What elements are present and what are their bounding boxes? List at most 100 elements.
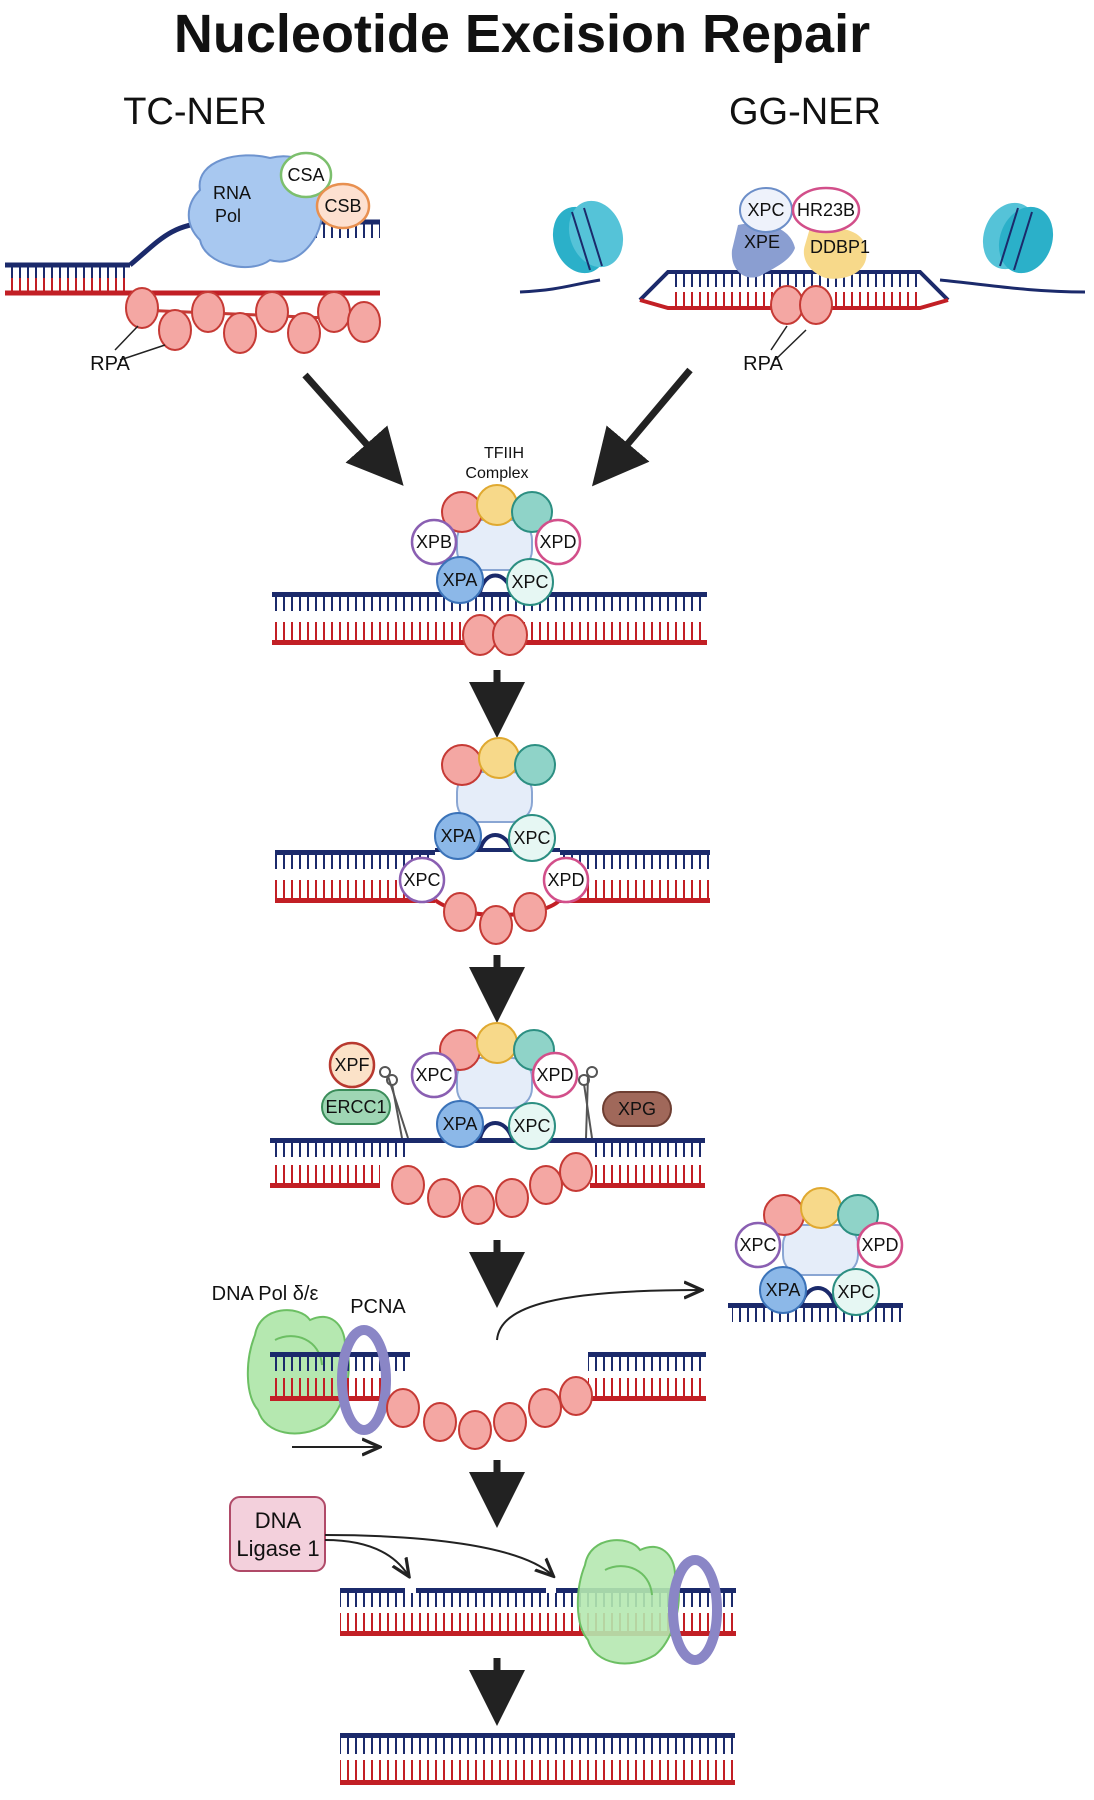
dna-ticks-top [275,855,435,869]
dna-bottom-strand [270,1183,380,1188]
xpa-label: XPA [441,826,476,846]
rpa-pointer [774,329,807,361]
xpd-node [542,856,590,904]
scissors-icon [379,1066,409,1139]
gg-ner-label: GG-NER [729,91,881,133]
dna-ticks-bottom [560,880,710,898]
rpa-chain [386,1376,593,1450]
dna-top-strand [590,1138,705,1143]
tfiih-subunit [837,1194,879,1236]
xpc-label: XPC [511,572,548,592]
dna-top-strand [340,1588,405,1593]
xpa-node [436,556,484,604]
xpc-node [508,1102,556,1150]
xpd-node [534,518,582,566]
xpc-label: XPC [513,828,550,848]
xpa-label: XPA [443,570,478,590]
xpf-node [328,1041,376,1089]
rpa-bead [255,291,289,333]
rpa-bead [158,309,192,351]
ligase-label-2: Ligase 1 [236,1536,319,1561]
dna-top-strand [560,850,710,855]
dna-ticks-top [560,855,710,869]
xpc-label: XPC [739,1235,776,1255]
csb-label: CSB [324,196,361,216]
release-arrow [496,1290,700,1341]
arrow-down-icon [591,367,693,487]
xpc-label: XPC [415,1065,452,1085]
xpf-label: XPF [334,1055,369,1075]
xpd-label: XPD [536,1065,573,1085]
repaired-dna [340,1733,735,1785]
ddbp1-node [803,227,867,279]
rpa-bead [462,614,498,656]
csa-label: CSA [287,165,324,185]
excised-fragment [728,1303,903,1308]
dna-ticks-top [590,1143,705,1157]
xpa-label: XPA [443,1114,478,1134]
chromatin-strand [519,278,601,294]
tfiih-subunit [441,744,483,786]
dna-ticks-top [270,1143,405,1157]
dna-top-strand [275,850,435,855]
xpd-node [856,1221,904,1269]
rpa-bead [513,892,547,932]
tfiih-subunit [476,484,518,526]
csb-node [315,182,371,230]
dna-ticks-bottom [270,1165,380,1183]
tfiih-subunit [514,744,556,786]
dna-ticks-top [272,597,707,611]
step-unwinding: XPA XPC XPC XPD [275,737,710,945]
rpa-bead [125,287,159,329]
xpd-label: XPD [861,1235,898,1255]
dna-ticks-bottom [5,278,130,292]
xpa-label: XPA [766,1280,801,1300]
xpd-label: XPD [539,532,576,552]
dna-top-strand [638,270,950,302]
dna-ticks-top [672,274,917,287]
excised-fragment-ticks [732,1308,902,1322]
dna-ticks-bottom [588,1378,706,1396]
xpc-node [832,1268,880,1316]
rpa-bead [492,614,528,656]
xpe-label: XPE [744,232,780,252]
xpc-label: XPC [837,1282,874,1302]
page-title: Nucleotide Excision Repair [174,4,870,64]
rpa-label: RPA [90,353,130,375]
dna-bottom-strand [560,898,710,903]
rpa-bead [479,905,513,945]
dna-polymerase-icon [246,1309,350,1435]
xpb-label: XPB [416,532,452,552]
ligase-arrow [324,1534,552,1575]
step-tfiih-complex: TFIIH Complex XPB XPD XPA XPC [272,445,707,656]
rpa-label: RPA [743,353,783,375]
xpc-label: XPC [513,1116,550,1136]
rpa-bead [770,285,804,325]
rna-pol-label-1: RNA [213,183,251,203]
pcna-label: PCNA [350,1296,406,1318]
tc-ner-panel: RNA Pol CSA CSB RPA [5,151,381,375]
dna-top-strand [270,1138,405,1143]
dna-pol-label: DNA Pol δ/ε [212,1283,319,1305]
dna-bottom-strand [270,1396,390,1401]
rpa-chain [125,287,381,354]
rpa-chain [391,1152,593,1225]
step-excision: XPC XPD XPF ERCC1 XPG [270,1022,705,1225]
step-synthesis: DNA Pol δ/ε PCNA XPC X [212,1187,904,1450]
dna-bottom-strand [590,1183,705,1188]
tfiih-label-1: TFIIH [484,445,524,462]
xpc-node [398,856,446,904]
ddbp1-label: DDBP1 [810,237,870,257]
xpc-label: XPC [747,200,784,220]
tfiih-subunit [511,491,553,533]
rpa-bead [799,285,833,325]
tc-ner-label: TC-NER [123,91,267,133]
damage-loop [478,833,514,851]
rpa-bead [347,301,381,343]
gg-ner-panel: XPE DDBP1 XPC HR23B RPA [519,186,1086,375]
tfiih-label-2: Complex [465,465,528,482]
ligase-label-1: DNA [255,1508,302,1533]
rpa-pointer [114,325,139,351]
rpa-bead [191,291,225,333]
